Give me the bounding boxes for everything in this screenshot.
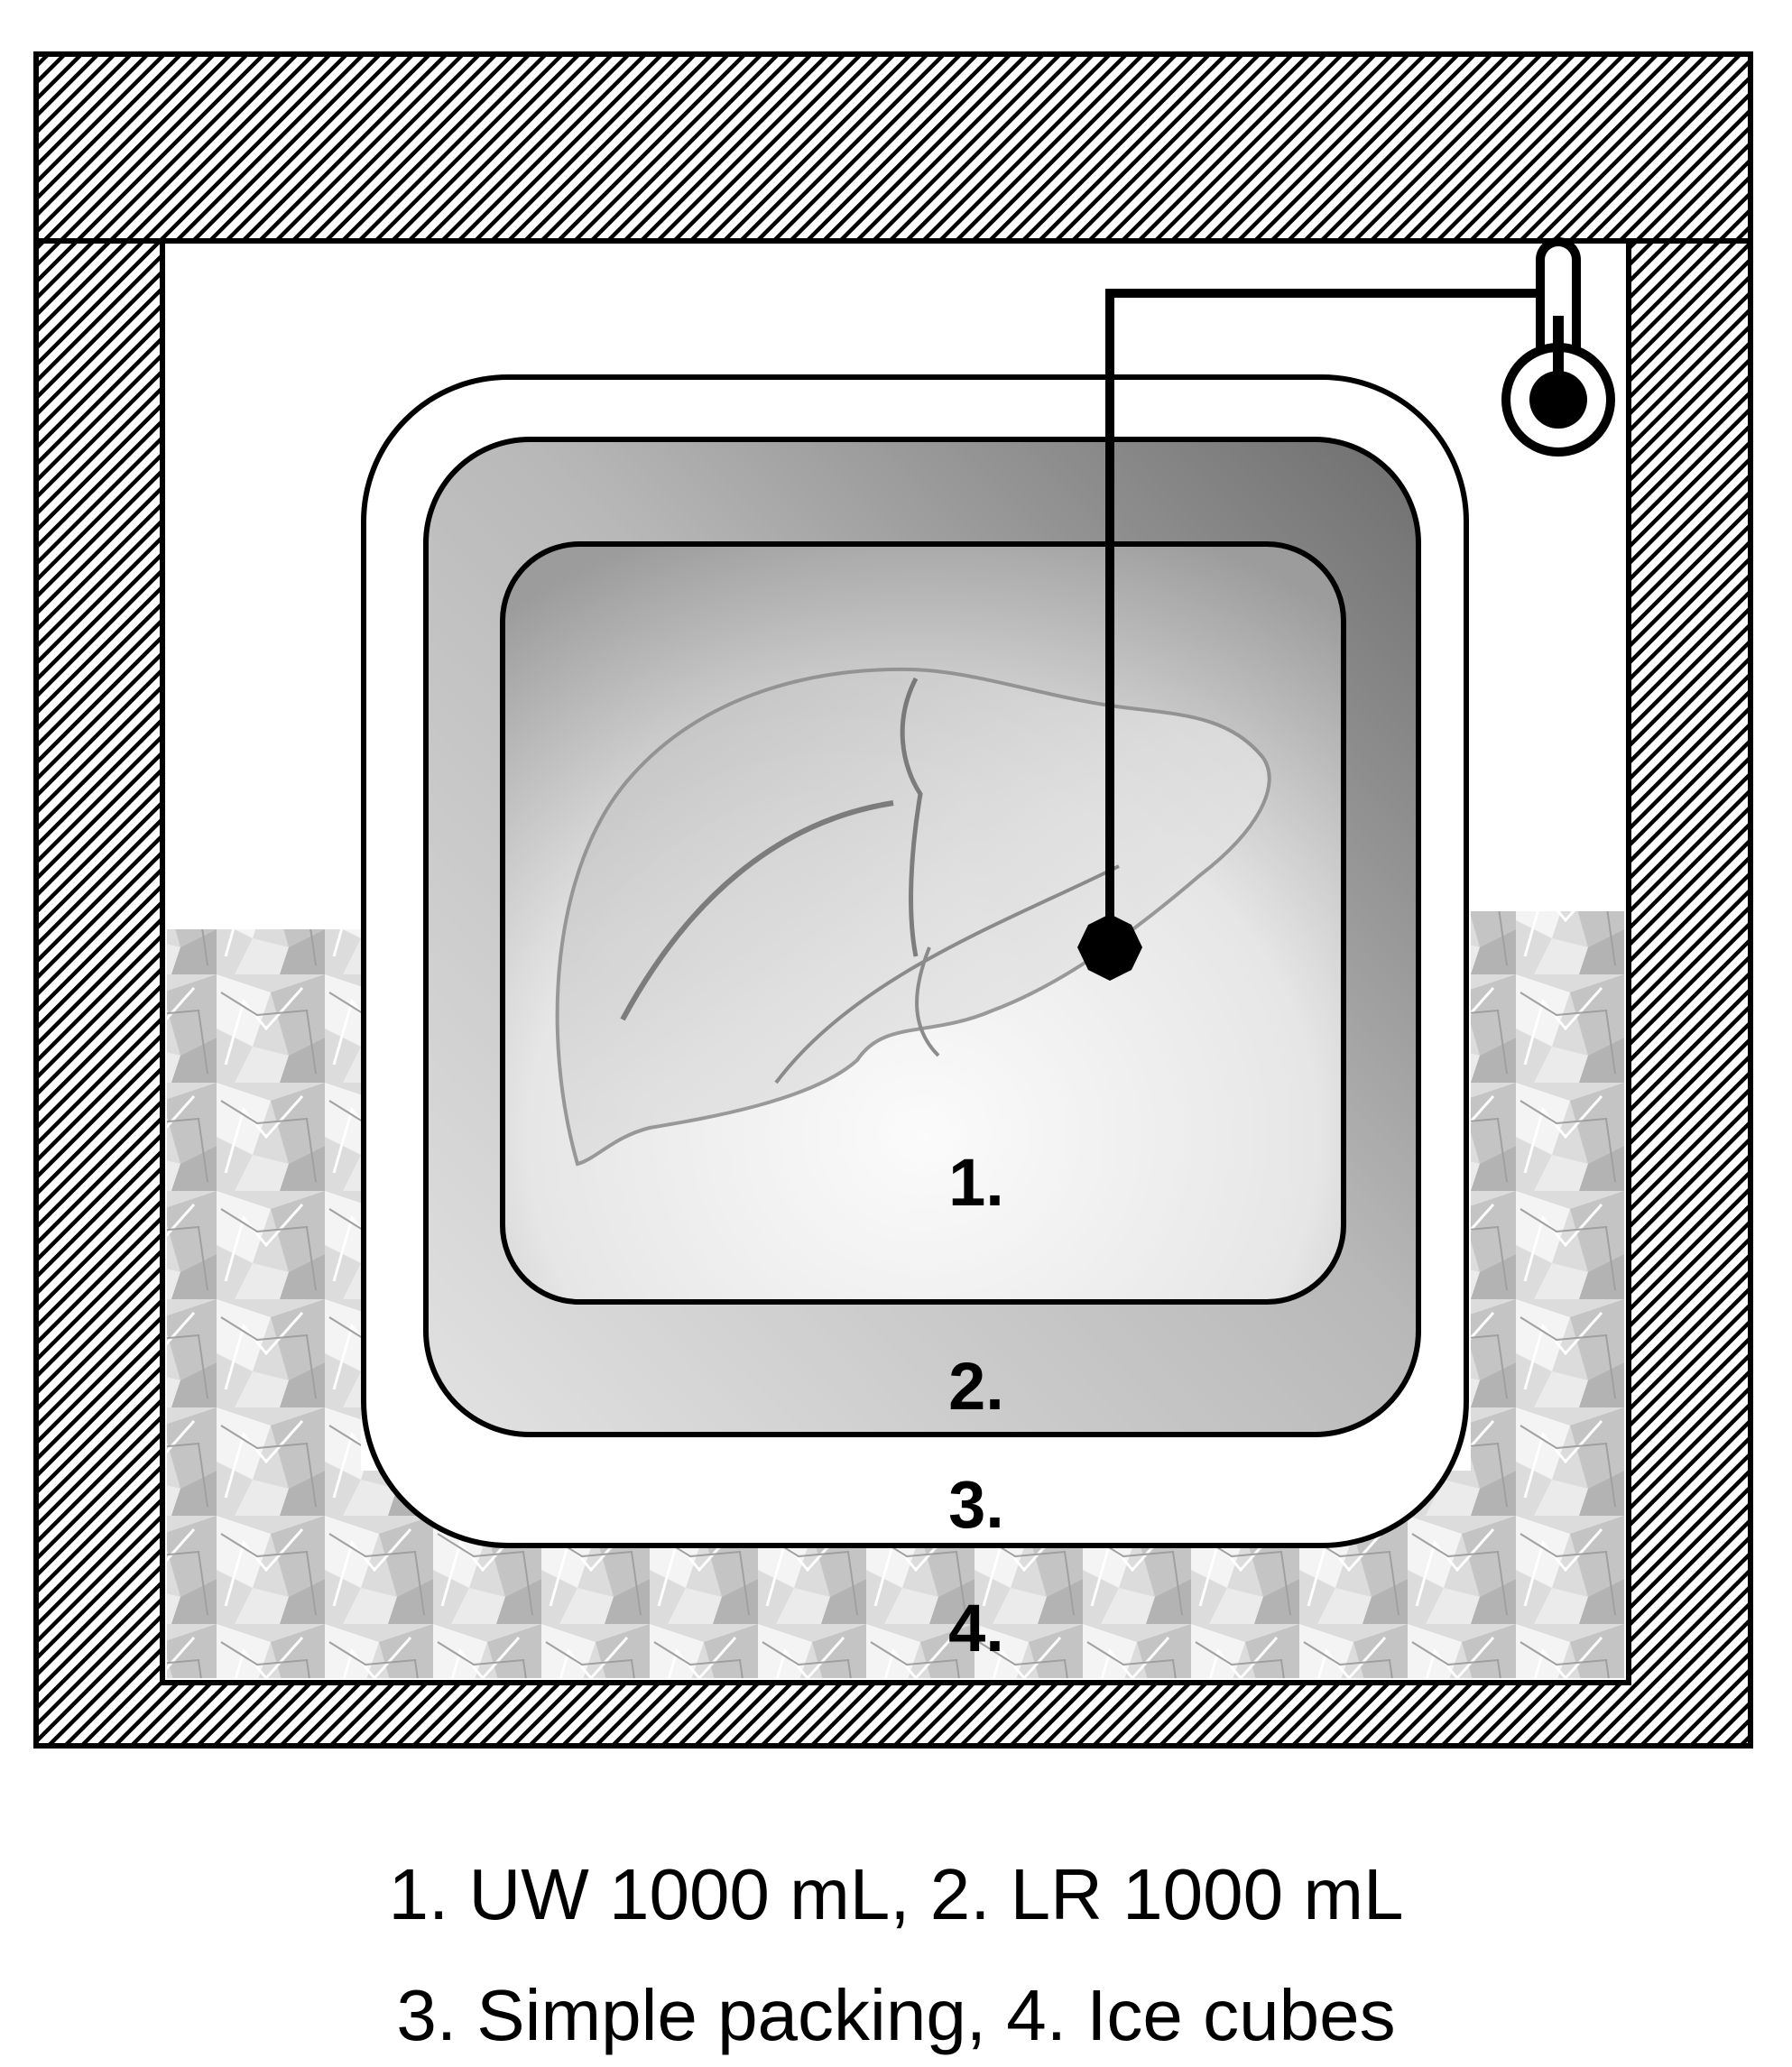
label-packing: 3. bbox=[948, 1467, 1004, 1542]
label-uw: 1. bbox=[948, 1145, 1004, 1220]
thermometer-icon bbox=[1501, 237, 1615, 457]
legend-line-2: 3. Simple packing, 4. Ice cubes bbox=[396, 1975, 1396, 2055]
probe-tip bbox=[1077, 914, 1142, 981]
legend-line-1: 1. UW 1000 mL, 2. LR 1000 mL bbox=[388, 1854, 1404, 1934]
label-ice: 4. bbox=[948, 1591, 1004, 1666]
label-lr: 2. bbox=[948, 1349, 1004, 1424]
cold-storage-diagram: 1. 2. 3. 4. bbox=[33, 51, 1753, 1749]
temperature-probe-icon bbox=[1077, 289, 1556, 981]
liver-icon bbox=[555, 667, 1271, 1167]
